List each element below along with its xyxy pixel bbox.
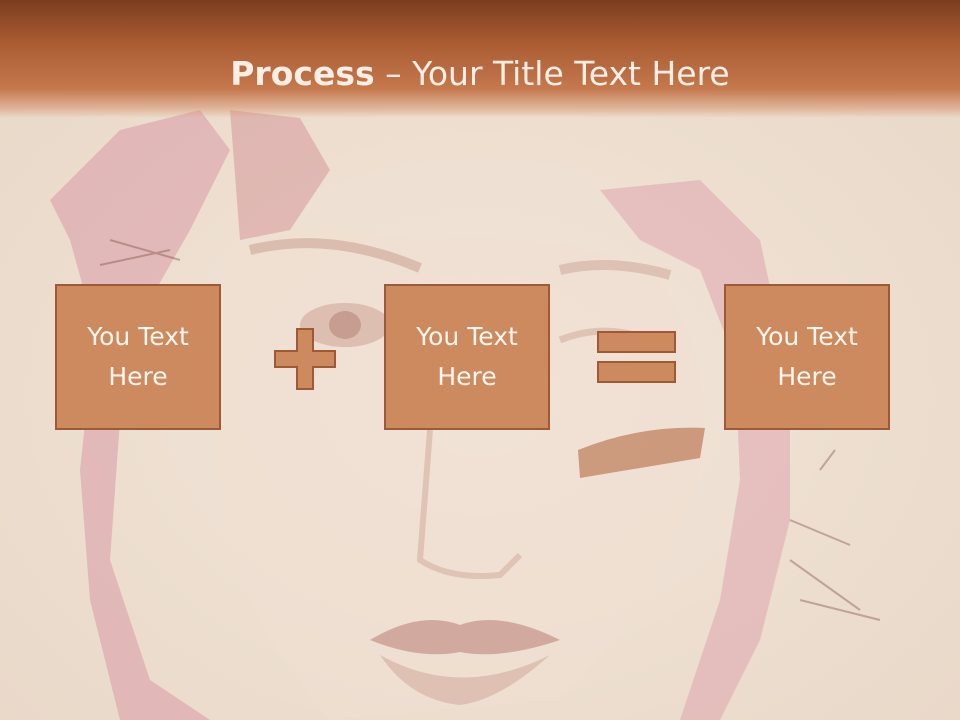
equals-icon — [597, 331, 677, 385]
title-text: – Your Title Text Here — [374, 54, 730, 93]
process-box-1[interactable]: You Text Here — [55, 284, 221, 430]
process-box-1-text: You Text Here — [87, 322, 189, 391]
title-bold-word: Process — [230, 54, 375, 93]
plus-icon — [274, 328, 336, 390]
slide-title: Process – Your Title Text Here — [0, 52, 960, 96]
title-bar — [0, 0, 960, 118]
process-box-2-text: You Text Here — [416, 322, 518, 391]
process-box-3-text: You Text Here — [756, 322, 858, 391]
process-box-3[interactable]: You Text Here — [724, 284, 890, 430]
process-box-2[interactable]: You Text Here — [384, 284, 550, 430]
